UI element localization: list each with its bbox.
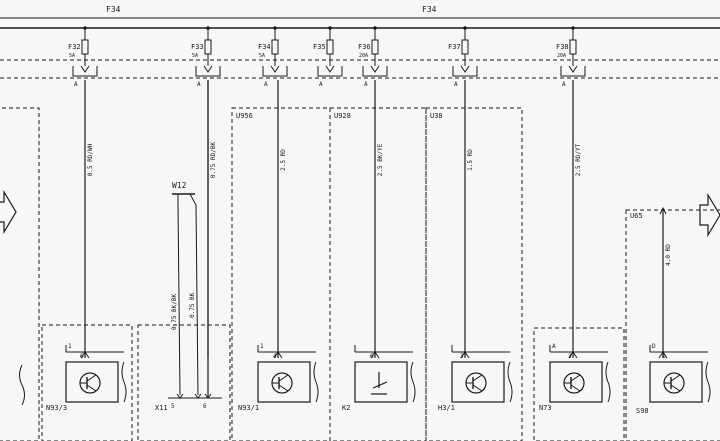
- component-symbol-3: [451, 345, 513, 403]
- wire-spec: 2.5 BK/YE: [377, 143, 384, 176]
- fuse-pin: A: [197, 81, 201, 88]
- component-frames: [41, 324, 625, 441]
- fuse-pin: A: [562, 81, 566, 88]
- fuse-f38: F38 20A A: [556, 26, 586, 88]
- continuation-arrow-right-icon: [699, 192, 720, 238]
- fuse-f32: F32 5A A: [68, 26, 98, 88]
- pin-num-s98: 1: [662, 353, 666, 360]
- continuation-arrow-left-icon: [0, 189, 17, 235]
- fuse-amp: 20A: [557, 53, 566, 59]
- splice-wire-right: 0.75 BK: [189, 292, 196, 318]
- pin-num-n93-1: 4: [273, 353, 277, 360]
- comp-label-n93-3: N93/3: [46, 404, 67, 412]
- wire-1: 0.75 RD/BK: [207, 80, 217, 358]
- component-symbol-5: [649, 345, 711, 403]
- fuse-pin: A: [74, 81, 78, 88]
- fuse-block-outline: [0, 59, 720, 79]
- frame-u65: [625, 209, 720, 441]
- wire-4: 1.5 RD: [464, 80, 474, 358]
- pin-num-n93-3: 6: [80, 353, 84, 360]
- comp-label-n93-1: N93/1: [238, 404, 259, 412]
- pin-x11-a: 5: [171, 403, 175, 410]
- component-labels: N93/3 X11 N93/1 K2 H3/1 N73 S98 1 6 1 4 …: [46, 343, 666, 415]
- comp-label-n73: N73: [539, 404, 552, 412]
- pin-label-n93-1: 1: [260, 343, 264, 350]
- component-symbol-1: [257, 345, 319, 403]
- splice-wire-left: 0.75 BK/BK: [171, 293, 178, 330]
- wire-2: 2.5 RD: [277, 80, 287, 358]
- conn-label-u38: U38: [430, 112, 443, 120]
- bus-label-left: F34: [106, 5, 121, 14]
- wire-group: 0.5 RD/WH 0.75 RD/BK 2.5 RD 2.5 BK/YE 1.5 RD…: [84, 80, 672, 358]
- top-bus: F34 F34: [0, 5, 720, 29]
- wire-6: 4.0 RD: [662, 210, 672, 358]
- splice-label: W12: [172, 181, 187, 190]
- partial-component-left: [19, 364, 25, 406]
- splice-w12: W12 0.75 BK/BK 0.75 BK: [171, 181, 199, 396]
- fuse-pin: A: [319, 81, 323, 88]
- component-group: [19, 80, 711, 406]
- fuse-amp: 5A: [259, 53, 265, 59]
- wire-spec: 2.5 RD: [280, 149, 287, 171]
- frame-u38: [425, 107, 523, 441]
- wire-spec: 0.75 RD/BK: [210, 142, 217, 179]
- connector-x11-icon: [168, 80, 222, 399]
- fuse-label: F37: [448, 43, 461, 51]
- frame-u956: [231, 107, 331, 441]
- fuse-amp: 5A: [69, 53, 75, 59]
- pin-num-h3-1: 3: [460, 353, 464, 360]
- wire-3: 2.5 BK/YE: [374, 80, 384, 358]
- connection-frames: U956 U928 U38 U65: [0, 107, 720, 441]
- pin-label-s98: D: [652, 343, 656, 350]
- frame-n93-3: [41, 324, 133, 441]
- component-symbol-4: [549, 345, 611, 403]
- component-symbol-0: [65, 345, 127, 403]
- fuse-pin: A: [364, 81, 368, 88]
- pin-label-n73: A: [552, 343, 556, 350]
- pin-num-k2: 6: [370, 353, 374, 360]
- fuse-label: F35: [313, 43, 326, 51]
- wire-spec: 1.5 RD: [467, 149, 474, 171]
- wire-5: 2.5 RD/YT: [572, 80, 582, 358]
- frame-n73: [533, 327, 625, 441]
- fuse-pin: A: [264, 81, 268, 88]
- frame-u928: [329, 107, 427, 441]
- fuse-label: F33: [191, 43, 204, 51]
- comp-label-x11: X11: [155, 404, 168, 412]
- conn-label-u928: U928: [334, 112, 351, 120]
- fuse-pin: A: [454, 81, 458, 88]
- pin-label-n93-3: 1: [68, 343, 72, 350]
- wire-0: 0.5 RD/WH: [84, 80, 94, 358]
- fuse-label: F34: [258, 43, 271, 51]
- bus-label-right: F34: [422, 5, 437, 14]
- frame-left-edge: [0, 107, 40, 441]
- fuse-f34: F34 5A A: [258, 26, 288, 88]
- fuse-amp: 5A: [192, 53, 198, 59]
- wire-spec: 4.0 RD: [665, 244, 672, 266]
- component-symbol-2: [354, 345, 416, 403]
- pin-x11-b: 6: [203, 403, 207, 410]
- pin-num-n73: 3: [568, 353, 572, 360]
- conn-label-u65: U65: [630, 212, 643, 220]
- fuse-f33: F33 5A A: [191, 26, 221, 88]
- fuse-f36: F36 20A A: [358, 26, 388, 88]
- fuse-label: F38: [556, 43, 569, 51]
- wire-spec: 0.5 RD/WH: [87, 143, 94, 176]
- comp-label-k2: K2: [342, 404, 350, 412]
- comp-label-s98: S98: [636, 407, 649, 415]
- frame-x11: [137, 324, 231, 441]
- fuse-amp: 20A: [359, 53, 368, 59]
- wire-spec: 2.5 RD/YT: [575, 143, 582, 176]
- fuse-label: F32: [68, 43, 81, 51]
- conn-label-u956: U956: [236, 112, 253, 120]
- fuse-label: F36: [358, 43, 371, 51]
- comp-label-h3-1: H3/1: [438, 404, 455, 412]
